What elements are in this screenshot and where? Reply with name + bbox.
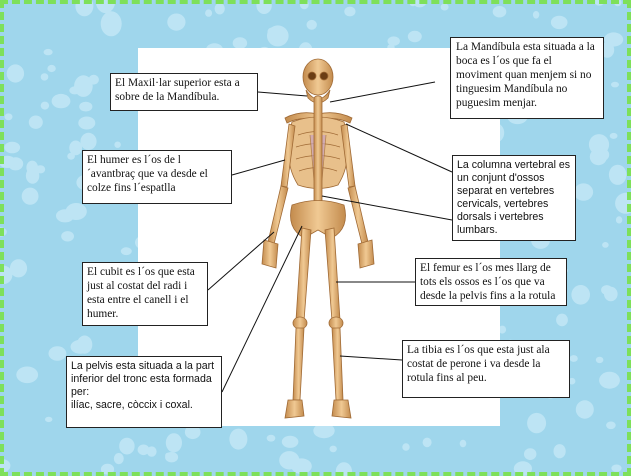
bubble bbox=[16, 366, 39, 384]
bubble bbox=[79, 101, 93, 112]
bubble bbox=[137, 444, 150, 456]
bubble bbox=[532, 11, 540, 19]
label-cubit: El cubit es l´os que esta just al costat… bbox=[82, 262, 208, 326]
bubble bbox=[422, 437, 432, 448]
bubble bbox=[602, 242, 609, 248]
bubble bbox=[281, 435, 299, 448]
bubble bbox=[4, 141, 21, 154]
bubble bbox=[595, 356, 604, 364]
bubble bbox=[6, 64, 25, 83]
bubble bbox=[608, 164, 627, 185]
bubble bbox=[306, 19, 317, 30]
bubble bbox=[611, 81, 619, 88]
right-hand bbox=[357, 239, 375, 269]
label-tibia: La tibia es l´os que esta just ala costa… bbox=[402, 340, 570, 398]
bubble bbox=[550, 15, 568, 30]
label-humer: El humer es l´os de l´avantbraç que va d… bbox=[82, 150, 232, 204]
bubble bbox=[167, 13, 186, 31]
label-columna: La columna vertebral es un conjunt d'oss… bbox=[452, 155, 576, 241]
bubble bbox=[102, 15, 111, 21]
bubble bbox=[214, 3, 225, 15]
skull bbox=[302, 58, 334, 96]
bubble bbox=[498, 325, 507, 334]
bubble bbox=[492, 6, 507, 18]
left-foot bbox=[284, 399, 305, 419]
bubble bbox=[402, 443, 410, 451]
bubble bbox=[609, 132, 618, 139]
bubble bbox=[69, 140, 83, 156]
right-humerus bbox=[340, 123, 356, 188]
bubble bbox=[114, 141, 121, 148]
bubble bbox=[61, 231, 74, 242]
bubble bbox=[229, 428, 248, 450]
bubble bbox=[205, 9, 213, 17]
bubble bbox=[26, 160, 38, 175]
bubble bbox=[28, 115, 43, 129]
bubble bbox=[9, 259, 28, 278]
bubble bbox=[329, 445, 337, 453]
bubble bbox=[113, 453, 124, 465]
bubble bbox=[120, 247, 132, 256]
bubble bbox=[80, 132, 97, 150]
bubble bbox=[47, 64, 56, 73]
bubble bbox=[573, 183, 594, 201]
bubble bbox=[165, 433, 182, 453]
bubble bbox=[459, 439, 467, 448]
bubble bbox=[100, 463, 115, 475]
bubble bbox=[232, 37, 248, 49]
bubble bbox=[575, 400, 594, 419]
bubble bbox=[440, 3, 449, 11]
bubble bbox=[556, 313, 568, 327]
label-pelvis: La pelvis esta situada a la part inferio… bbox=[66, 356, 222, 428]
bubble bbox=[45, 416, 53, 423]
bubble bbox=[43, 48, 53, 56]
bubble bbox=[40, 73, 49, 81]
bubble bbox=[8, 157, 17, 166]
bubble bbox=[51, 93, 71, 109]
bubble bbox=[266, 434, 276, 442]
bubble bbox=[571, 285, 590, 305]
bubble bbox=[589, 148, 608, 166]
bubble bbox=[569, 355, 578, 362]
right-foot bbox=[331, 399, 352, 419]
bubble bbox=[4, 113, 13, 121]
label-femur: El femur es l´os mes llarg de tots els o… bbox=[415, 258, 567, 306]
bubble bbox=[291, 458, 312, 475]
bubble bbox=[615, 216, 623, 224]
bubble bbox=[48, 346, 67, 361]
bubble bbox=[56, 209, 75, 223]
bubble bbox=[184, 425, 201, 440]
left-humerus bbox=[280, 123, 296, 188]
bubble bbox=[21, 187, 39, 205]
bubble bbox=[387, 36, 400, 46]
bubble bbox=[604, 286, 618, 302]
bubble bbox=[407, 30, 422, 43]
bubble bbox=[75, 0, 94, 17]
label-mandibula: La Mandíbula esta situada a la boca es l… bbox=[450, 37, 604, 119]
bubble bbox=[527, 412, 547, 434]
bubble bbox=[606, 421, 616, 430]
bubble bbox=[119, 437, 135, 455]
bubble bbox=[267, 27, 276, 37]
bubble bbox=[611, 464, 622, 472]
bubble bbox=[599, 371, 620, 389]
bubble bbox=[40, 101, 50, 110]
bubble bbox=[78, 116, 96, 130]
bubble bbox=[165, 452, 179, 463]
bubble bbox=[524, 448, 537, 460]
label-maxil-lar: El Maxil·lar superior esta a sobre de la… bbox=[110, 73, 258, 111]
bubble bbox=[553, 444, 566, 459]
bubble bbox=[568, 377, 576, 385]
bubble bbox=[74, 75, 93, 97]
bubble bbox=[313, 423, 335, 439]
left-hand bbox=[261, 239, 279, 269]
bubble bbox=[76, 335, 93, 354]
bubble bbox=[344, 6, 356, 17]
